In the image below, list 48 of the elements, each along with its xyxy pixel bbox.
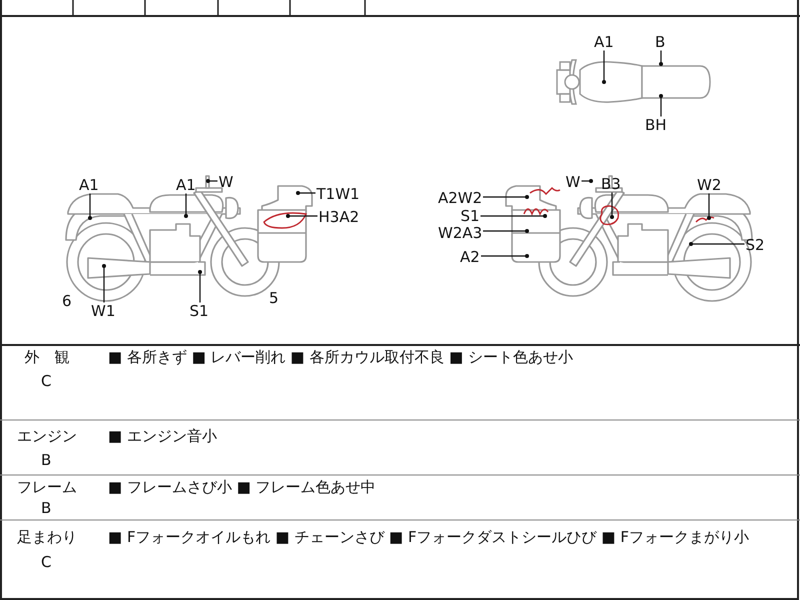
remark-text: ■ フレームさび小 ■ フレーム色あせ中 [108,478,376,496]
leader-line [659,50,663,66]
grade-letter: B [41,451,52,469]
row-heading: フレーム [17,478,77,496]
damage-code: A1 [79,176,99,194]
leader-line [184,194,188,218]
callout-number: 5 [269,289,279,307]
row-heading: 外 観 [24,348,70,366]
leader-line [689,242,744,246]
damage-code: W1 [91,302,116,320]
damage-code: B [655,34,666,50]
remark-text: ■ 各所きず ■ レバー削れ ■ 各所カウル取付不良 ■ シート色あせ小 [108,348,574,366]
leader-line [88,194,92,220]
grade-letter: C [41,372,52,390]
leader-line [481,254,529,258]
leader-line [296,191,316,195]
leader-line [707,194,711,220]
leader-line [286,214,318,218]
damage-code: A2W2 [438,190,482,206]
row-heading: 足まわり [17,528,77,546]
row-heading: エンジン [17,427,77,445]
leader-line [483,195,529,199]
damage-code: A1 [176,176,196,194]
leader-line [483,229,529,233]
damage-code: S2 [746,236,765,254]
damage-code: S1 [460,208,480,224]
leader-line [582,179,593,183]
damage-code: BH [645,116,667,134]
damage-code: H3A2 [318,208,360,226]
damage-code: A2 [460,248,480,266]
grade-letter: B [41,499,52,517]
damage-code: W [566,174,580,190]
leader-line [206,179,218,183]
damage-code: B3 [601,176,621,192]
damage-code: S1 [190,302,209,320]
damage-code: T1W1 [316,186,360,202]
damage-code: W [218,174,234,190]
grade-letter: C [41,553,52,571]
leader-line [480,214,547,218]
remark-text: ■ エンジン音小 [108,427,217,445]
callout-number: 6 [62,292,72,310]
leader-line [198,270,202,302]
damage-code: W2 [697,176,722,194]
damage-code: W2A3 [438,224,482,242]
remark-text: ■ Fフォークオイルもれ ■ チェーンさび ■ Fフォークダストシールひび ■ Fフォークまがり小 [108,528,749,546]
leader-line [659,94,663,116]
leader-line [610,192,614,219]
damage-code: A1 [594,34,614,50]
